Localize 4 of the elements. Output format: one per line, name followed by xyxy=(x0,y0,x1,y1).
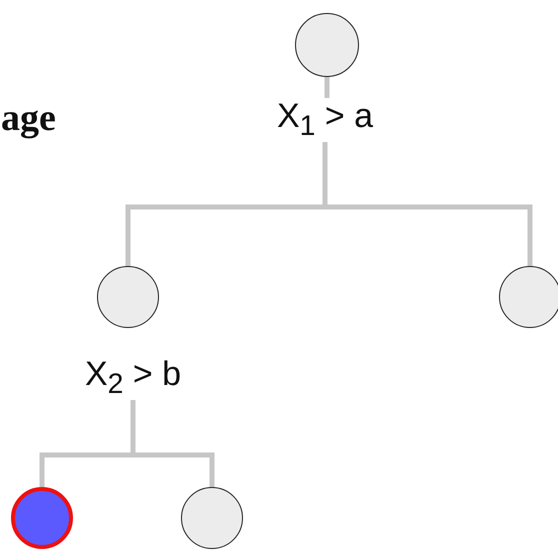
split-condition: X$_{2}$ > b xyxy=(84,356,182,400)
connector-line xyxy=(324,77,330,98)
partial-word: age xyxy=(1,96,56,140)
split-condition: X$_{1}$ > a xyxy=(276,98,374,142)
